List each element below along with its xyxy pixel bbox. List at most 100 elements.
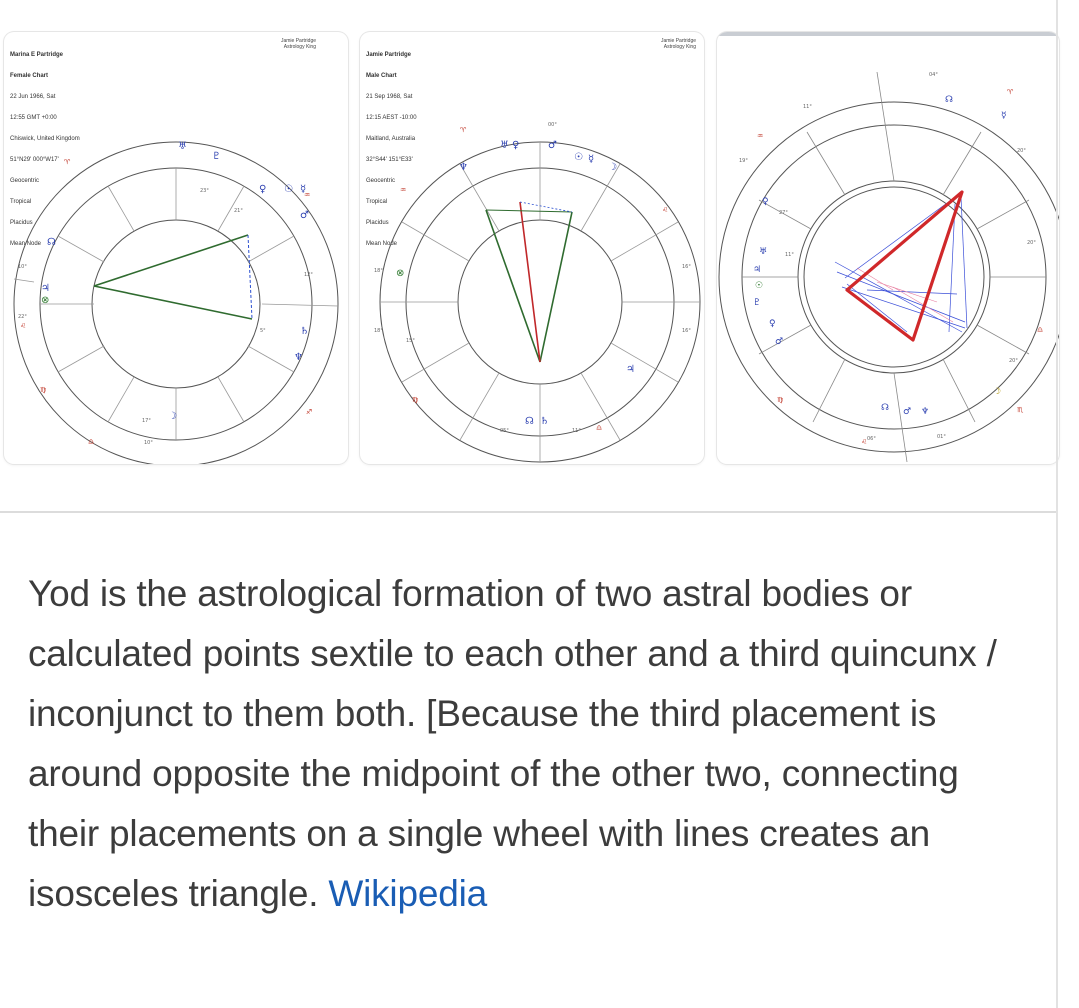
chart-1-header-line: Geocentric — [10, 178, 40, 184]
chart-2-header-line: Placidus — [366, 220, 389, 226]
pluto-glyph: ♇ — [212, 151, 221, 162]
node-glyph-north: ☊ — [945, 95, 953, 105]
aquarius-glyph: ♒ — [304, 191, 310, 199]
chart-1-credit-line: Jamie Partridge — [280, 38, 316, 44]
chart-2-header-line: Geocentric — [366, 178, 396, 184]
degree-marks: 10°22° 17°23° 21°5° 10°12° — [18, 188, 313, 446]
jupiter-glyph: ♃ — [753, 265, 761, 275]
mercury-glyph: ☿ — [1001, 111, 1007, 121]
house-cusps — [742, 71, 1046, 463]
planet-glyphs: ☊ ♃ ⊗ ♅ ♇ ♀ ☉ ☿ ♂ ♄ ♆ ☽ — [41, 141, 309, 422]
mars-glyph: ♂ — [548, 140, 557, 151]
libra-glyph: ♎ — [88, 438, 94, 446]
sun-glyph: ☉ — [574, 152, 583, 163]
svg-text:10°: 10° — [144, 440, 153, 446]
svg-text:12°: 12° — [304, 272, 313, 278]
house-cusps — [380, 142, 700, 462]
chart-2-header-line: 12:15 AEST -10:00 — [366, 115, 417, 121]
chart-1-header-line: Placidus — [10, 220, 33, 226]
neptune-glyph: ♆ — [459, 162, 468, 173]
svg-text:27°: 27° — [779, 210, 788, 216]
chart-2-header-line: Male Chart — [366, 73, 397, 79]
venus-glyph-2: ♀ — [769, 319, 776, 329]
leo-glyph: ♌ — [861, 438, 867, 446]
wheel-inner-ring — [91, 219, 261, 389]
uranus-glyph: ♅ — [759, 247, 767, 257]
chart-1-header-line: Marina E Partridge — [10, 52, 64, 58]
neptune-glyph: ♆ — [294, 352, 303, 363]
aspect-lines — [834, 191, 968, 333]
svg-text:06°: 06° — [867, 436, 876, 442]
chart-1-header: Marina E Partridge Female Chart 22 Jun 1… — [10, 38, 80, 262]
aquarius-glyph: ♒ — [400, 186, 406, 194]
chart-2-header-line: 21 Sep 1968, Sat — [366, 94, 413, 100]
sun-glyph: ☉ — [284, 184, 293, 195]
wheel-aspect-ring — [803, 186, 985, 368]
node-glyph: ☊ — [881, 403, 889, 413]
house-cusps — [13, 168, 339, 440]
moon-glyph: ☽ — [608, 162, 617, 173]
leo-glyph: ♌ — [20, 322, 26, 330]
mars-glyph: ♂ — [300, 210, 309, 221]
image-thumbnail-chart-2[interactable]: Jamie Partridge Male Chart 21 Sep 1968, … — [360, 32, 704, 464]
planet-glyphs: ♅ ♀ ♆ ♂ ☉ ☿ ☽ ⊗ ☊ ♄ ♃ — [396, 140, 635, 427]
uranus-glyph: ♅ — [178, 141, 187, 152]
uranus-glyph: ♅ — [500, 140, 509, 151]
natal-chart-wheel-2: ♅ ♀ ♆ ♂ ☉ ☿ ☽ ⊗ ☊ ♄ ♃ ♈ ♌ ♍ ♎ ♒ — [374, 122, 701, 463]
sun-glyph: ☉ — [755, 281, 763, 291]
wheel-inner-ring — [797, 180, 991, 374]
venus-glyph: ♀ — [512, 140, 519, 151]
saturn-glyph: ♄ — [300, 326, 309, 337]
card-top-border — [717, 32, 1059, 36]
svg-text:01°: 01° — [937, 434, 946, 440]
svg-text:05°: 05° — [500, 428, 509, 434]
svg-text:21°: 21° — [234, 208, 243, 214]
svg-text:16°: 16° — [682, 328, 691, 334]
jupiter-glyph: ♃ — [626, 364, 635, 375]
svg-text:00°: 00° — [548, 122, 557, 128]
venus-glyph: ♀ — [762, 197, 769, 207]
aries-glyph: ♈ — [64, 158, 71, 166]
sagittarius-glyph: ♐ — [306, 408, 312, 416]
source-link-wikipedia[interactable]: Wikipedia — [328, 873, 487, 914]
fortune-glyph: ⊗ — [41, 295, 49, 306]
image-thumbnail-chart-1[interactable]: Marina E Partridge Female Chart 22 Jun 1… — [4, 32, 348, 464]
chart-2-header: Jamie Partridge Male Chart 21 Sep 1968, … — [366, 38, 417, 262]
chart-1-header-line: 51°N29' 000°W17' — [10, 157, 59, 163]
svg-text:18°: 18° — [374, 268, 383, 274]
svg-text:20°: 20° — [1017, 148, 1026, 154]
chart-1-header-line: 22 Jun 1966, Sat — [10, 94, 56, 100]
search-result-panel: Marina E Partridge Female Chart 22 Jun 1… — [0, 0, 1059, 914]
leo-glyph: ♌ — [662, 206, 668, 214]
image-thumbnail-chart-3[interactable]: ♀ ♅ ♃ ☉ ♇ ♀ ♂ ☊ ♂ ♆ ☽ ☊ ☿ ♈ ♒ ♎ — [717, 32, 1059, 464]
mercury-glyph: ☿ — [300, 184, 306, 195]
chart-1-header-line: 12:55 GMT +0:00 — [10, 115, 57, 121]
image-carousel[interactable]: Marina E Partridge Female Chart 22 Jun 1… — [0, 0, 1059, 505]
mars-glyph: ♂ — [775, 337, 783, 347]
chart-2-credit: Jamie Partridge Astrology King — [661, 38, 696, 50]
node-glyph: ☊ — [47, 237, 56, 248]
jupiter-glyph: ♃ — [41, 283, 50, 294]
neptune-glyph: ♆ — [921, 407, 929, 417]
zodiac-glyphs: ♈ ♌ ♍ ♎ ♐ ♒ — [20, 158, 312, 446]
degree-marks: 18°18° 05°16° 16°11° 00°15° — [374, 122, 691, 434]
svg-text:15°: 15° — [406, 338, 415, 344]
chart-1-header-line: Female Chart — [10, 73, 49, 79]
aries-glyph: ♈ — [1007, 88, 1014, 96]
svg-text:23°: 23° — [200, 188, 209, 194]
libra-glyph: ♎ — [596, 424, 602, 432]
libra-glyph: ♎ — [1037, 326, 1043, 334]
svg-text:11°: 11° — [785, 252, 794, 258]
chart-2-header-line: Tropical — [366, 199, 388, 205]
svg-text:10°: 10° — [18, 264, 27, 270]
mercury-glyph: ☿ — [588, 154, 594, 165]
natal-chart-wheel-1: ☊ ♃ ⊗ ♅ ♇ ♀ ☉ ☿ ♂ ♄ ♆ ☽ ♈ ♌ ♍ ♎ — [13, 141, 339, 464]
chart-1-credit: Jamie Partridge Astrology King — [281, 38, 316, 50]
aspect-lines-pink — [856, 267, 954, 323]
chart-2-header-line: 32°S44' 151°E33' — [366, 157, 413, 163]
mars-glyph-2: ♂ — [903, 407, 911, 417]
svg-text:20°: 20° — [1009, 358, 1018, 364]
yod-triangle — [845, 190, 964, 342]
svg-text:11°: 11° — [803, 104, 812, 110]
aries-glyph: ♈ — [460, 126, 467, 134]
